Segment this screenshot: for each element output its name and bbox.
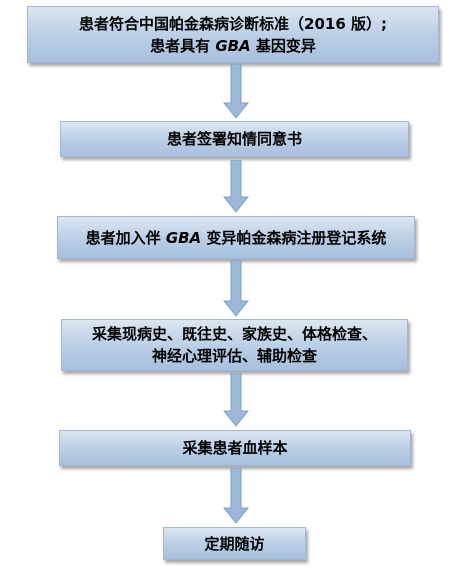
step-registry-suffix: 变异帕金森病注册登记系统 (201, 228, 387, 247)
step-informed-consent-text: 患者签署知情同意书 (166, 130, 302, 148)
step-registry-enrollment: 患者加入伴 GBA 变异帕金森病注册登记系统 (57, 216, 415, 259)
step-diagnosis-criteria: 患者符合中国帕金森病诊断标准（2016 版）; 患者具有 GBA 基因变异 (27, 6, 439, 63)
gba-gene-label: GBA (215, 36, 251, 55)
step-diagnosis-line-1: 患者符合中国帕金森病诊断标准（2016 版）; (79, 14, 387, 33)
step-clinical-data-collection: 采集现病史、既往史、家族史、体格检查、 神经心理评估、辅助检查 (61, 319, 408, 371)
down-arrow-icon (223, 160, 249, 213)
step-informed-consent: 患者签署知情同意书 (60, 121, 409, 157)
step-registry-enrollment-text: 患者加入伴 GBA 变异帕金森病注册登记系统 (86, 227, 387, 249)
step-clinical-data-line-1: 采集现病史、既往史、家族史、体格检查、 (91, 325, 377, 343)
down-arrow-icon (223, 373, 249, 427)
step-diagnosis-line-2-prefix: 患者具有 (150, 36, 216, 55)
step-blood-sample: 采集患者血样本 (59, 430, 411, 466)
down-arrow-icon (223, 468, 249, 524)
step-follow-up: 定期随访 (163, 527, 306, 560)
step-clinical-data-line-2: 神经心理评估、辅助检查 (151, 347, 317, 365)
step-blood-sample-text: 采集患者血样本 (182, 439, 288, 457)
gba-gene-label: GBA (165, 228, 202, 247)
down-arrow-icon (223, 64, 249, 119)
step-diagnosis-line-2: 患者具有 GBA 基因变异 (150, 35, 316, 57)
step-diagnosis-line-2-suffix: 基因变异 (250, 36, 316, 55)
step-registry-prefix: 患者加入伴 (85, 228, 166, 247)
step-follow-up-text: 定期随访 (204, 534, 265, 553)
down-arrow-icon (223, 260, 249, 317)
